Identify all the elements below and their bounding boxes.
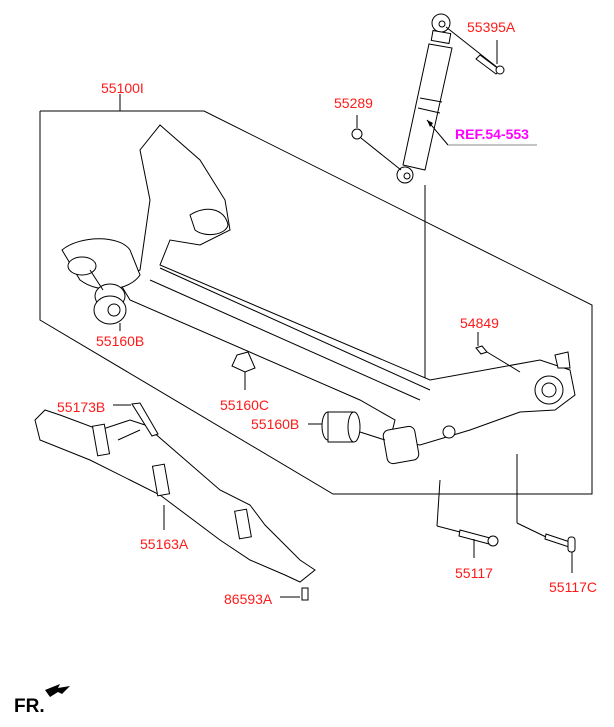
label-55160B-right[interactable]: 55160B: [251, 416, 300, 432]
shock-absorber: [396, 13, 453, 184]
stopper-55160C: [231, 351, 256, 390]
front-direction-label: FR.: [14, 696, 45, 717]
label-86593A[interactable]: 86593A: [224, 591, 273, 607]
label-55173B[interactable]: 55173B: [57, 399, 106, 415]
label-55289[interactable]: 55289: [334, 95, 373, 111]
label-54849[interactable]: 54849: [460, 315, 499, 331]
label-55160C[interactable]: 55160C: [220, 397, 270, 413]
bolt-55117: [436, 479, 499, 558]
label-55100I[interactable]: 55100I: [101, 80, 144, 96]
bushing-55160B-left: [89, 269, 127, 331]
label-55163A[interactable]: 55163A: [140, 536, 189, 552]
ref-arrowhead: [427, 120, 433, 127]
front-arrow-icon: [45, 684, 70, 697]
label-55117C[interactable]: 55117C: [549, 579, 598, 595]
label-55160B-left[interactable]: 55160B: [96, 333, 145, 349]
label-ref-54-553[interactable]: REF.54-553: [455, 126, 529, 142]
bolt-55117C: [516, 454, 576, 573]
assembly-outline: [39, 110, 593, 495]
label-55117[interactable]: 55117: [455, 565, 493, 581]
bolt-54849: [475, 332, 521, 373]
nut-55289: [351, 115, 402, 171]
torsion-axle: [61, 124, 576, 465]
label-55395A[interactable]: 55395A: [467, 19, 516, 35]
bolt-55395A: [445, 26, 505, 75]
bushing-55160B-right: [308, 411, 386, 443]
clip-55173B: [113, 402, 159, 441]
heat-shield-55163A: [34, 409, 316, 583]
clip-86593A: [280, 587, 309, 601]
